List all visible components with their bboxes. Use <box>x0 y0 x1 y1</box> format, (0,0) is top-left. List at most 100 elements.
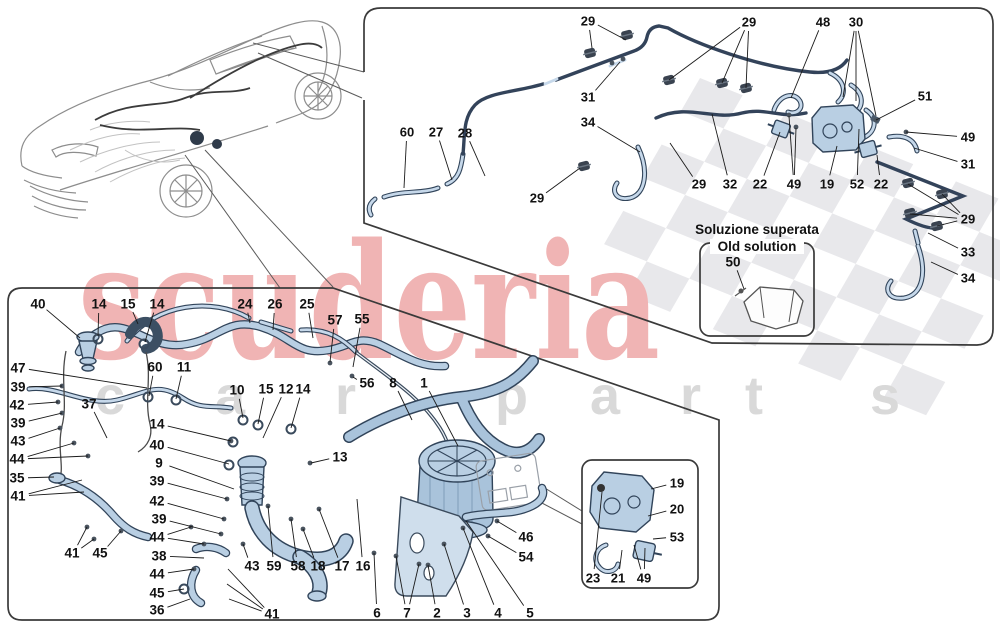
leader-line <box>97 312 100 337</box>
car-rear-spokes <box>304 82 332 110</box>
leader-line <box>148 375 154 397</box>
fastener-dot <box>786 112 792 118</box>
callout-5: 5 <box>526 606 534 621</box>
bottom-box-border <box>7 287 720 621</box>
leader-line <box>927 232 959 249</box>
leader-line <box>721 30 745 84</box>
callout-31: 31 <box>961 157 975 172</box>
callout-51: 51 <box>918 89 932 104</box>
leader-line <box>318 508 339 558</box>
leader-line <box>167 502 225 520</box>
ring-fitting <box>227 436 239 448</box>
leader-line <box>27 442 75 457</box>
air-valve-19 <box>811 104 866 153</box>
leader-line <box>169 555 205 559</box>
ring-fitting <box>237 414 249 426</box>
leader-line <box>443 543 464 605</box>
leader-line <box>643 547 646 570</box>
leader-line <box>352 376 358 380</box>
callout-2: 2 <box>433 606 441 621</box>
flag-cell <box>789 162 852 214</box>
watermark-letter: r <box>335 366 356 426</box>
car-valve-dot <box>212 139 222 149</box>
callout-37: 37 <box>81 397 96 412</box>
flag-cell <box>859 314 922 365</box>
old-solution-box: Soluzione superata Old solution <box>695 222 819 337</box>
leader-line <box>238 398 244 419</box>
car-body-outline <box>20 20 341 167</box>
callout-18: 18 <box>310 559 326 574</box>
leader-line <box>856 128 860 176</box>
callout-6: 6 <box>373 606 381 621</box>
callout-27: 27 <box>429 125 443 140</box>
callout-52: 52 <box>850 177 864 192</box>
callout-15: 15 <box>120 297 136 312</box>
valve-22-left <box>767 119 795 139</box>
car-glasshouse <box>209 25 328 93</box>
leader-line <box>167 526 192 535</box>
bottom-box-tubes <box>26 303 548 608</box>
leader-line <box>595 61 621 91</box>
ghost-module <box>475 452 543 511</box>
leader-line <box>267 505 274 558</box>
leader-line <box>403 140 407 189</box>
callout-47: 47 <box>10 361 25 376</box>
clamp-slot <box>583 50 597 56</box>
flag-cell <box>680 78 743 129</box>
leader-line <box>27 476 55 479</box>
callout-45: 45 <box>92 546 108 561</box>
inset-knob-23 <box>597 484 605 492</box>
leader-line <box>936 220 958 227</box>
callout-39: 39 <box>151 512 166 527</box>
callout-36: 36 <box>149 603 165 618</box>
callout-57: 57 <box>327 313 342 328</box>
leader-line <box>875 99 916 121</box>
ring-fitting <box>178 583 190 595</box>
callout-19: 19 <box>820 177 834 192</box>
leader-line <box>487 535 517 554</box>
callout-59: 59 <box>266 559 281 574</box>
callout-42: 42 <box>149 494 164 509</box>
top-box-border <box>363 7 994 346</box>
leader-line <box>290 397 301 429</box>
bottom-box <box>7 287 720 621</box>
leader-line <box>545 167 581 194</box>
callout-22: 22 <box>874 177 888 192</box>
callout-55: 55 <box>354 312 370 327</box>
clamp-icon <box>583 47 597 59</box>
watermark-letter: c <box>95 366 125 426</box>
callout-17: 17 <box>334 559 349 574</box>
old-solution-callouts: 50 <box>725 255 745 290</box>
callout-28: 28 <box>458 126 472 141</box>
callout-21: 21 <box>611 571 625 586</box>
car-harness <box>94 42 323 131</box>
leader-line <box>167 537 205 545</box>
callout-49: 49 <box>787 177 801 192</box>
zoom-cone-lines <box>184 42 583 525</box>
lower-left-pipe <box>48 472 231 608</box>
leader-line <box>28 479 83 495</box>
leader-line <box>77 526 88 546</box>
callout-41: 41 <box>64 546 80 561</box>
flag-cell <box>921 298 984 349</box>
callout-41: 41 <box>10 489 26 504</box>
leader-line <box>842 30 855 98</box>
leader-line <box>257 397 264 425</box>
callout-39: 39 <box>10 380 25 395</box>
callout-41: 41 <box>264 607 280 622</box>
watermark-letter: s <box>870 366 900 426</box>
callout-42: 42 <box>9 398 24 413</box>
leader-line <box>930 261 959 275</box>
leader-line <box>427 564 436 605</box>
leader-line <box>132 311 139 325</box>
leader-line <box>793 127 797 176</box>
callout-43: 43 <box>10 434 26 449</box>
watermark-letter: r <box>680 366 701 426</box>
callout-19: 19 <box>670 476 684 491</box>
leader-line <box>907 183 959 215</box>
callout-43: 43 <box>244 559 260 574</box>
leader-line <box>27 401 59 405</box>
callout-29: 29 <box>742 15 756 30</box>
watermark-letter: t <box>745 366 763 426</box>
